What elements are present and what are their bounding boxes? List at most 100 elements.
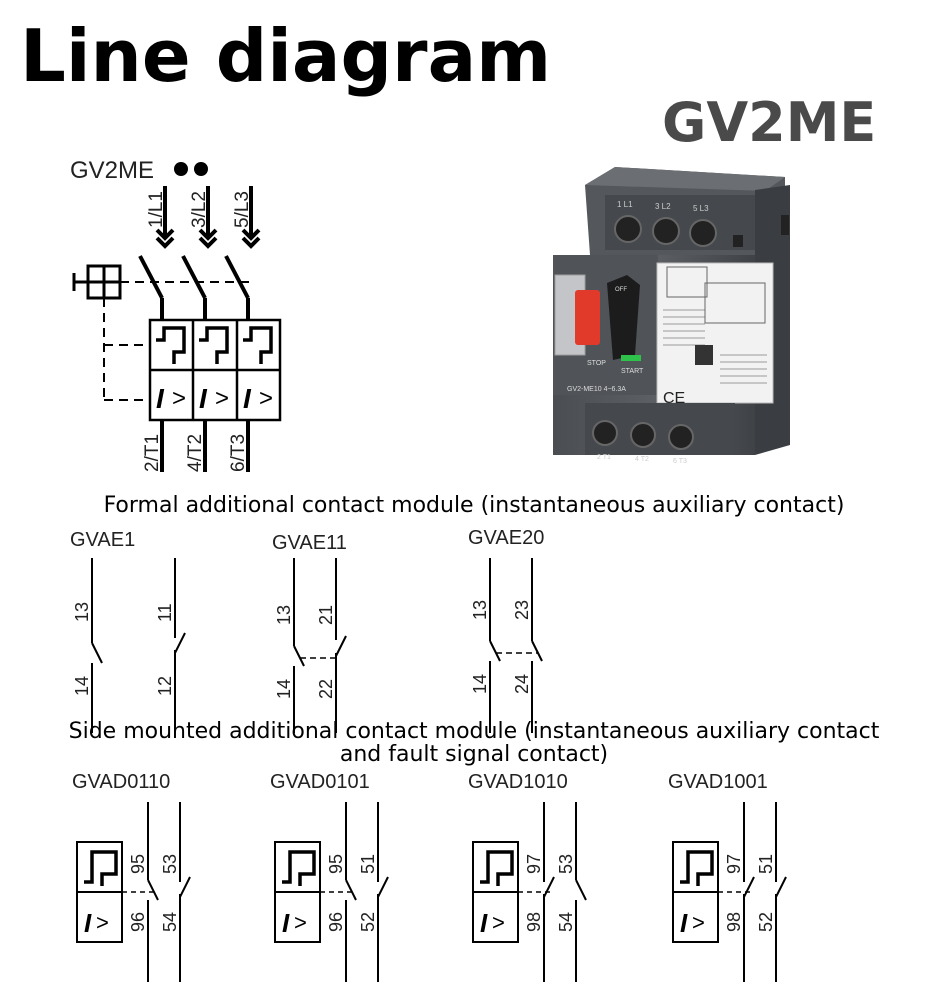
terminal-label-top: 5/L3	[232, 191, 253, 228]
contact-number: 95	[128, 854, 148, 874]
contact-number: 52	[358, 912, 378, 932]
contact-number: 97	[724, 854, 744, 874]
svg-text:>: >	[172, 385, 186, 412]
contact-number: 52	[756, 912, 776, 932]
main-diagram-label: GV2ME	[70, 157, 154, 184]
contact-number: 96	[128, 912, 148, 932]
contact-number: 54	[160, 912, 180, 932]
terminal-label-bottom: 4/T2	[185, 434, 206, 472]
thermal-element-symbols	[156, 326, 273, 364]
photo-stop-label: STOP	[587, 360, 606, 367]
contact-number: 98	[724, 912, 744, 932]
svg-text:>: >	[96, 910, 109, 935]
contact-number: 14	[470, 674, 490, 694]
contact-number: 14	[72, 676, 92, 696]
mechanical-link	[103, 281, 250, 401]
main-line-diagram: GV2ME 1/L1 3/L2 5/L3	[70, 157, 282, 472]
contact-number: 95	[326, 854, 346, 874]
side-module-gvad1001: GVAD1001 I > 97 98 51 52	[668, 771, 787, 982]
side-module-heading: Side mounted additional contact module (…	[0, 720, 948, 766]
dot-mark	[194, 162, 208, 176]
front-module-gvae1: GVAE1 13 14 11 12	[70, 529, 186, 733]
svg-text:I: I	[84, 908, 92, 938]
stop-button-icon	[575, 290, 600, 345]
terminal-label-bottom: 2/T1	[142, 434, 163, 472]
photo-start-label: START	[621, 368, 644, 375]
contact-number: 97	[524, 854, 544, 874]
trip-unit-box	[148, 318, 282, 422]
contact-number: 98	[524, 912, 544, 932]
photo-terminal-mark: 4 T2	[635, 456, 649, 463]
contact-number: 54	[556, 912, 576, 932]
module-symbol: 13 14 11 12	[72, 558, 186, 733]
module-symbol: 13 14 21 22	[274, 558, 347, 733]
photo-terminal-mark: 2 T1	[597, 454, 611, 461]
contact-number: 13	[274, 605, 294, 625]
svg-text:>: >	[692, 910, 705, 935]
ce-mark: CE	[663, 390, 685, 407]
contact-number: 21	[316, 605, 336, 625]
svg-text:I: I	[243, 383, 252, 414]
photo-model-label: GV2-ME10 4~6.3A	[567, 386, 626, 393]
device-label	[656, 262, 774, 404]
front-module-gvae11: GVAE11 13 14 21 22	[272, 532, 347, 733]
start-button-icon	[607, 275, 640, 360]
device-photo: 1 L1 3 L2 5 L3 STOP START OFF GV2-ME10 4…	[553, 167, 790, 465]
manual-operator-symbol	[72, 264, 122, 300]
dot-mark	[174, 162, 188, 176]
photo-terminal-mark: 6 T3	[673, 458, 687, 465]
module-symbol: I > 95 96 51 52	[274, 802, 389, 982]
terminal-label-top: 1/L1	[146, 191, 167, 228]
photo-terminal-mark: 5 L3	[693, 204, 709, 213]
contact-number: 96	[326, 912, 346, 932]
svg-text:I: I	[199, 383, 208, 414]
side-module-gvad1010: GVAD1010 I > 97 98 53 54	[468, 771, 587, 982]
svg-text:I: I	[282, 908, 290, 938]
contact-number: 51	[756, 854, 776, 874]
module-name: GVAE11	[272, 532, 347, 554]
contact-number: 51	[358, 854, 378, 874]
product-name: GV2ME	[662, 91, 877, 154]
contact-number: 22	[316, 679, 336, 699]
page-title: Line diagram	[20, 14, 552, 98]
module-symbol: I > 97 98 51 52	[672, 802, 787, 982]
side-module-gvad0101: GVAD0101 I > 95 96 51 52	[270, 771, 389, 982]
module-name: GVAD1001	[668, 771, 768, 793]
contact-number: 13	[470, 600, 490, 620]
svg-text:I: I	[680, 908, 688, 938]
contact-number: 24	[512, 674, 532, 694]
contact-number: 23	[512, 600, 532, 620]
photo-off-label: OFF	[615, 287, 627, 293]
module-name: GVAD1010	[468, 771, 568, 793]
contact-number: 13	[72, 602, 92, 622]
module-symbol: I > 97 98 53 54	[472, 802, 587, 982]
front-module-gvae20: GVAE20 13 14 23 24	[468, 527, 545, 733]
contact-number: 14	[274, 679, 294, 699]
side-module-gvad0110: GVAD0110 I > 95 96 53 54	[72, 771, 191, 982]
magnetic-trip-symbols: I > I > I >	[156, 383, 273, 414]
contact-number: 11	[155, 603, 175, 622]
module-symbol: 13 14 23 24	[470, 558, 543, 733]
photo-terminal-mark: 3 L2	[655, 202, 671, 211]
module-name: GVAD0101	[270, 771, 370, 793]
front-module-heading: Formal additional contact module (instan…	[103, 493, 845, 518]
svg-text:I: I	[480, 908, 488, 938]
pole-lines	[138, 186, 261, 472]
svg-text:>: >	[259, 385, 273, 412]
side-module-heading-line1: Side mounted additional contact module (…	[68, 719, 880, 744]
terminal-label-bottom: 6/T3	[228, 434, 249, 472]
svg-text:>: >	[215, 385, 229, 412]
contact-number: 12	[155, 676, 175, 696]
contact-number: 53	[556, 854, 576, 874]
terminal-label-top: 3/L2	[189, 191, 210, 228]
photo-terminal-mark: 1 L1	[617, 200, 633, 209]
module-symbol: I > 95 96 53 54	[76, 802, 191, 982]
contact-number: 53	[160, 854, 180, 874]
module-name: GVAD0110	[72, 771, 171, 793]
svg-text:>: >	[492, 910, 505, 935]
module-name: GVAE1	[70, 529, 136, 551]
module-name: GVAE20	[468, 527, 545, 549]
svg-text:>: >	[294, 910, 307, 935]
side-module-heading-line2: and fault signal contact)	[339, 742, 609, 767]
svg-text:I: I	[156, 383, 165, 414]
